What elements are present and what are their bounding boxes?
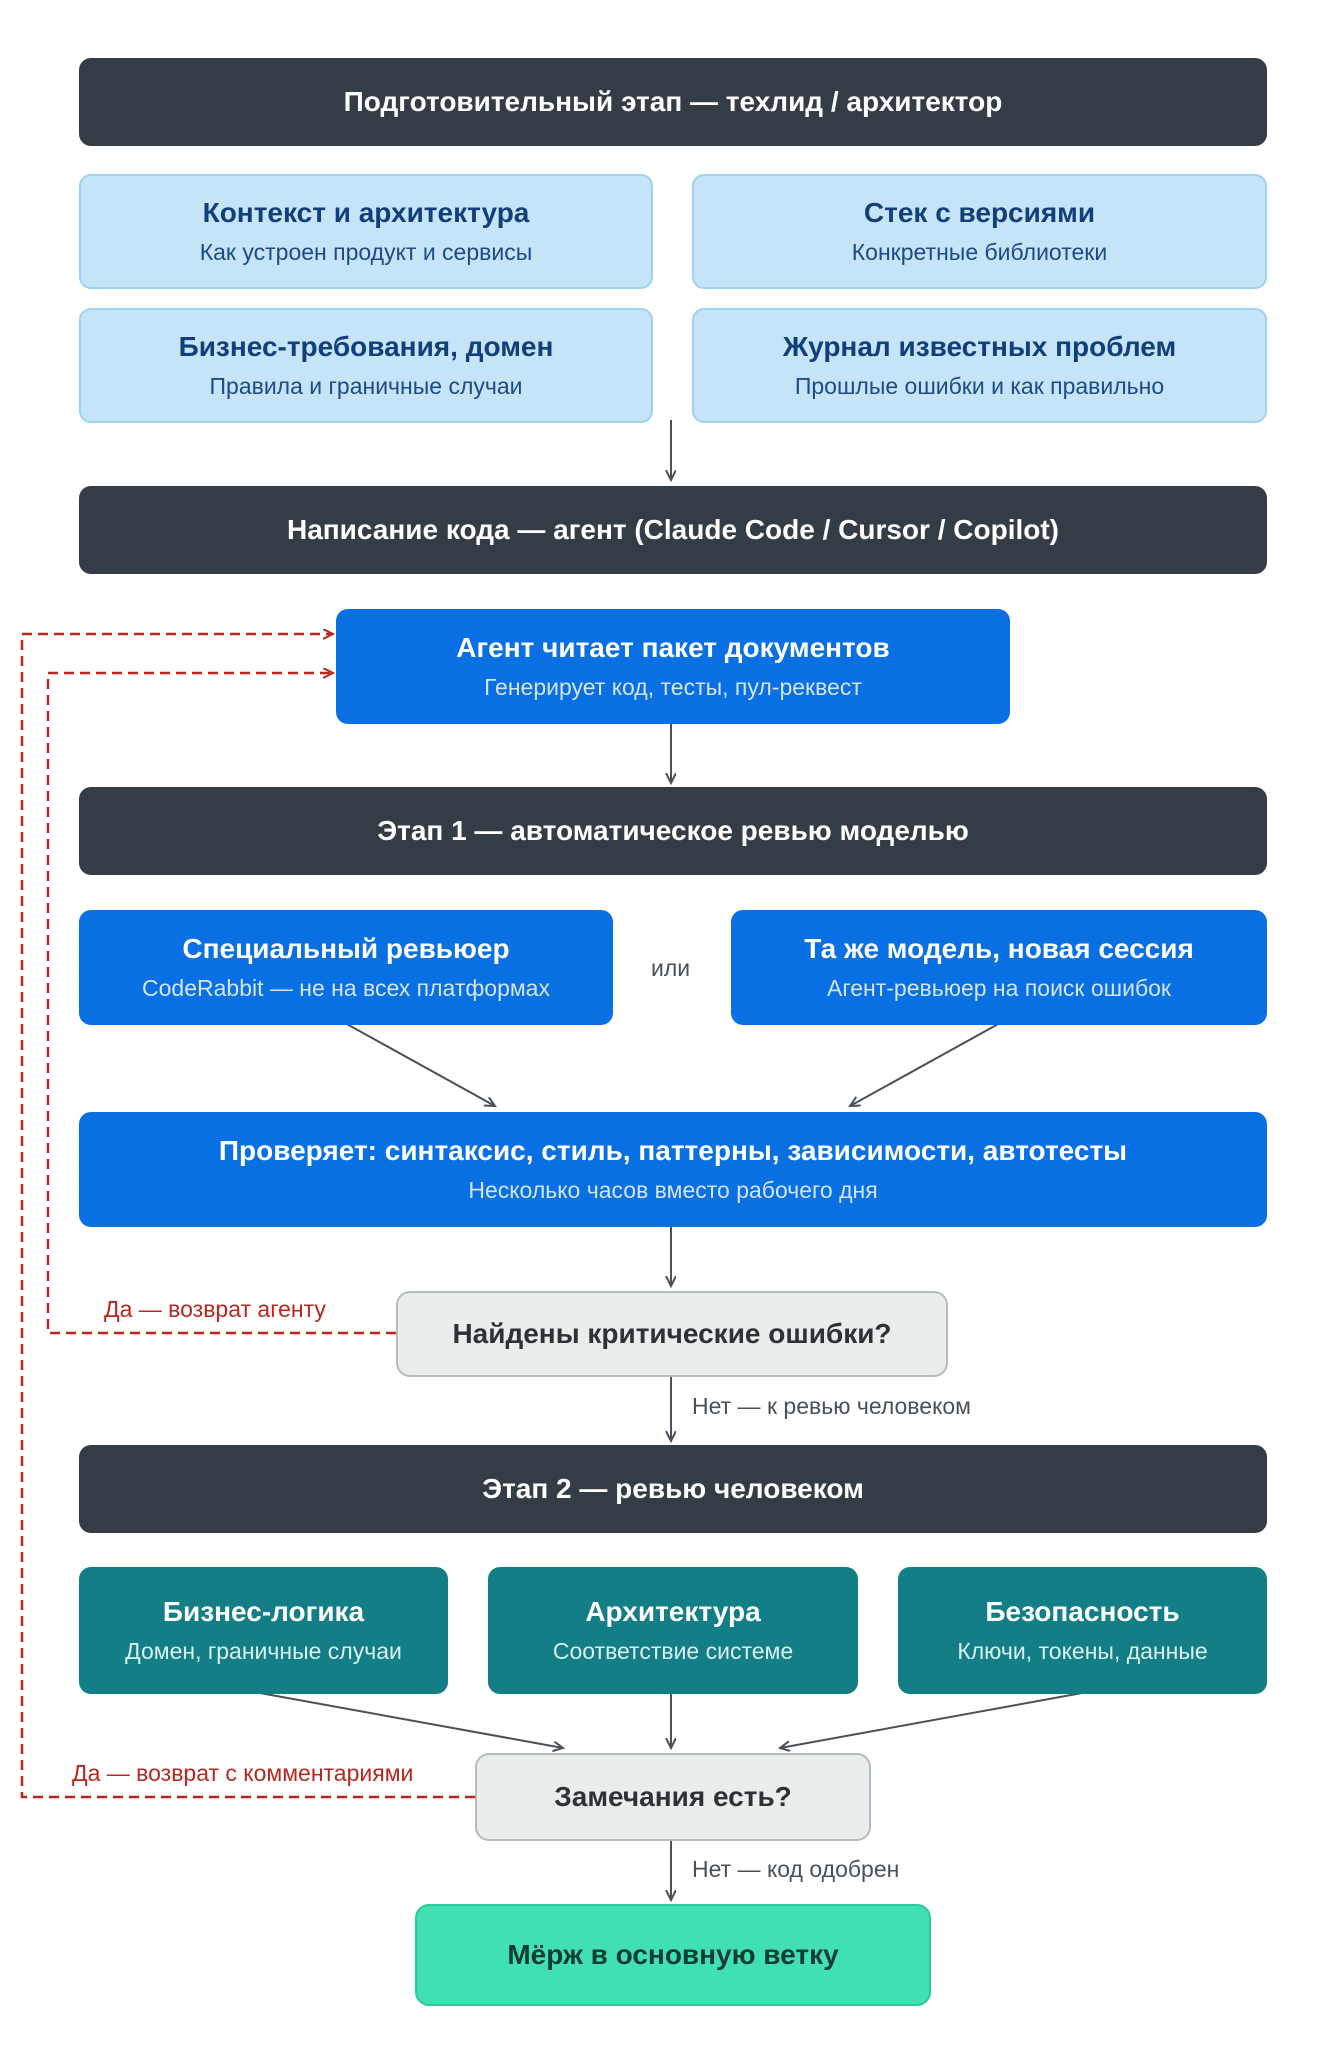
card-subtitle: Конкретные библиотеки <box>851 239 1108 265</box>
coding-stage-header: Написание кода — агент (Claude Code / Cu… <box>79 486 1267 574</box>
or-label: или <box>651 955 691 981</box>
stage2-title: Этап 2 — ревью человеком <box>482 1473 864 1504</box>
return-to-agent-label: Да — возврат агенту <box>104 1296 326 1322</box>
card-title: Контекст и архитектура <box>202 197 530 228</box>
return-line-stage1 <box>46 673 396 1335</box>
no-code-approved-label: Нет — код одобрен <box>692 1856 900 1882</box>
stage1-title: Этап 1 — автоматическое ревью моделью <box>377 815 969 846</box>
box-title: Та же модель, новая сессия <box>804 933 1194 964</box>
box-subtitle: Домен, граничные случаи <box>125 1638 402 1664</box>
box-subtitle: Генерирует код, тесты, пул-реквест <box>484 674 862 700</box>
arrow-business-to-remarks <box>259 1692 563 1748</box>
card-business-requirements: Бизнес-требования, домен Правила и грани… <box>79 308 653 423</box>
box-subtitle: Несколько часов вместо рабочего дня <box>468 1177 878 1203</box>
stage2-header: Этап 2 — ревью человеком <box>79 1445 1267 1533</box>
card-title: Журнал известных проблем <box>782 331 1177 362</box>
agent-reads-docs-box: Агент читает пакет документов Генерирует… <box>336 609 1010 724</box>
checks-box: Проверяет: синтаксис, стиль, паттерны, з… <box>79 1112 1267 1227</box>
box-title: Агент читает пакет документов <box>456 632 890 663</box>
box-subtitle: Агент-ревьюер на поиск ошибок <box>827 975 1171 1001</box>
stage1-header: Этап 1 — автоматическое ревью моделью <box>79 787 1267 875</box>
return-with-comments-label: Да — возврат с комментариями <box>72 1760 414 1786</box>
box-title: Архитектура <box>585 1596 761 1627</box>
prep-stage-header: Подготовительный этап — техлид / архитек… <box>79 58 1267 146</box>
return-line-stage2 <box>20 634 475 1799</box>
card-subtitle: Как устроен продукт и сервисы <box>199 239 533 265</box>
card-known-issues-log: Журнал известных проблем Прошлые ошибки … <box>692 308 1267 423</box>
arrow-security-to-remarks <box>780 1692 1083 1748</box>
arrow-reviewer-to-checks <box>344 1022 495 1106</box>
card-subtitle: Правила и граничные случаи <box>209 373 523 399</box>
box-title: Специальный ревьюер <box>182 933 510 964</box>
box-subtitle: CodeRabbit — не на всех платформах <box>142 975 550 1001</box>
no-to-human-review-label: Нет — к ревью человеком <box>692 1393 971 1419</box>
merge-text: Мёрж в основную ветку <box>507 1939 839 1970</box>
merge-box: Мёрж в основную ветку <box>415 1904 931 2006</box>
special-reviewer-box: Специальный ревьюер CodeRabbit — не на в… <box>79 910 613 1025</box>
critical-errors-decision: Найдены критические ошибки? <box>396 1291 948 1377</box>
coding-stage-title: Написание кода — агент (Claude Code / Cu… <box>286 514 1060 545</box>
box-title: Безопасность <box>985 1596 1180 1627</box>
security-box: Безопасность Ключи, токены, данные <box>898 1567 1267 1694</box>
box-subtitle: Соответствие системе <box>552 1638 794 1664</box>
box-title: Бизнес-логика <box>162 1596 365 1627</box>
card-context-architecture: Контекст и архитектура Как устроен проду… <box>79 174 653 289</box>
same-model-new-session-box: Та же модель, новая сессия Агент-ревьюер… <box>731 910 1267 1025</box>
arrow-session-to-checks <box>850 1022 1001 1106</box>
card-subtitle: Прошлые ошибки и как правильно <box>794 373 1165 399</box>
card-stack-versions: Стек с версиями Конкретные библиотеки <box>692 174 1267 289</box>
box-subtitle: Ключи, токены, данные <box>957 1638 1208 1664</box>
decision-text: Замечания есть? <box>554 1781 792 1812</box>
decision-text: Найдены критические ошибки? <box>452 1318 892 1349</box>
box-title: Проверяет: синтаксис, стиль, паттерны, з… <box>218 1135 1128 1166</box>
architecture-box: Архитектура Соответствие системе <box>488 1567 858 1694</box>
prep-stage-title: Подготовительный этап — техлид / архитек… <box>343 86 1003 117</box>
card-title: Стек с версиями <box>863 197 1096 228</box>
card-title: Бизнес-требования, домен <box>178 331 554 362</box>
business-logic-box: Бизнес-логика Домен, граничные случаи <box>79 1567 448 1694</box>
remarks-decision: Замечания есть? <box>475 1753 871 1841</box>
